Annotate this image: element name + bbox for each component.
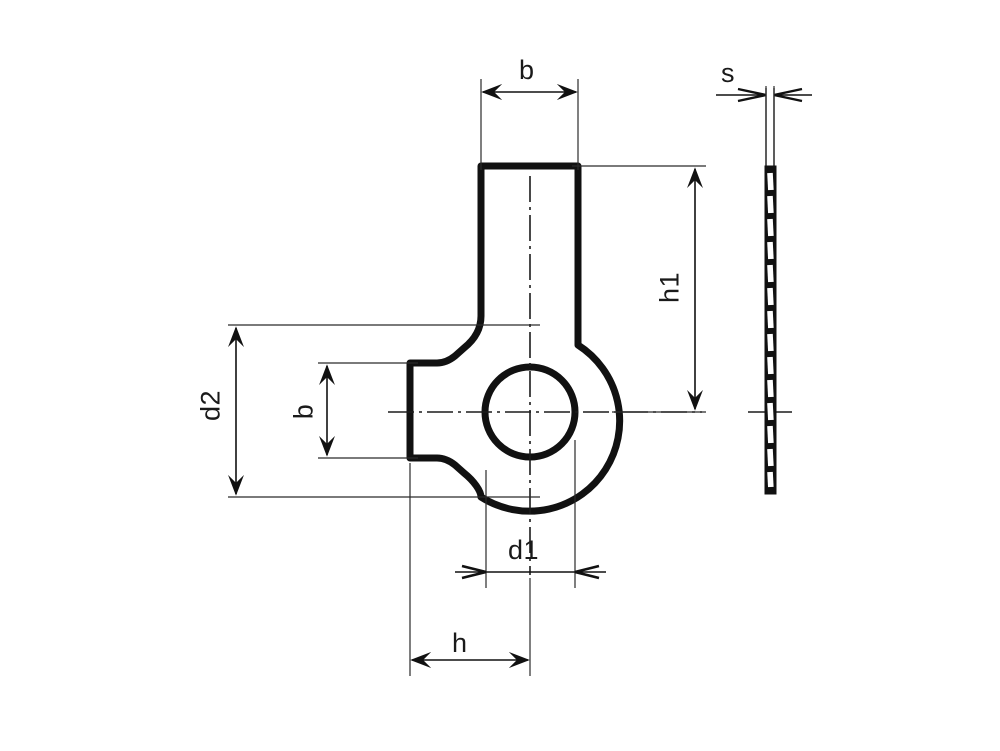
arrow-d1-left [461,564,487,580]
dim-label-b-top: b [519,55,535,85]
dimension-d1-group [455,564,606,580]
dim-label-s: s [721,58,735,88]
front-view-outline [406,162,624,515]
side-view-section-strip [764,165,777,495]
dim-label-d1: d1 [508,535,540,565]
dimension-lines [228,84,703,668]
side-view-upper-lines [765,88,775,166]
arrow-s-right [773,87,803,103]
dim-label-b-left: b [288,403,319,420]
dim-label-d2: d2 [195,389,226,422]
arrow-d1-right [574,564,600,580]
side-view-hatching [767,172,774,488]
side-view-body [764,165,777,495]
dimension-s-group [716,87,812,103]
part-outline-path [406,162,624,515]
dim-label-h1: h1 [654,271,685,304]
arrow-s-left [737,87,767,103]
side-view-group [764,88,777,495]
dim-label-h: h [452,628,468,658]
